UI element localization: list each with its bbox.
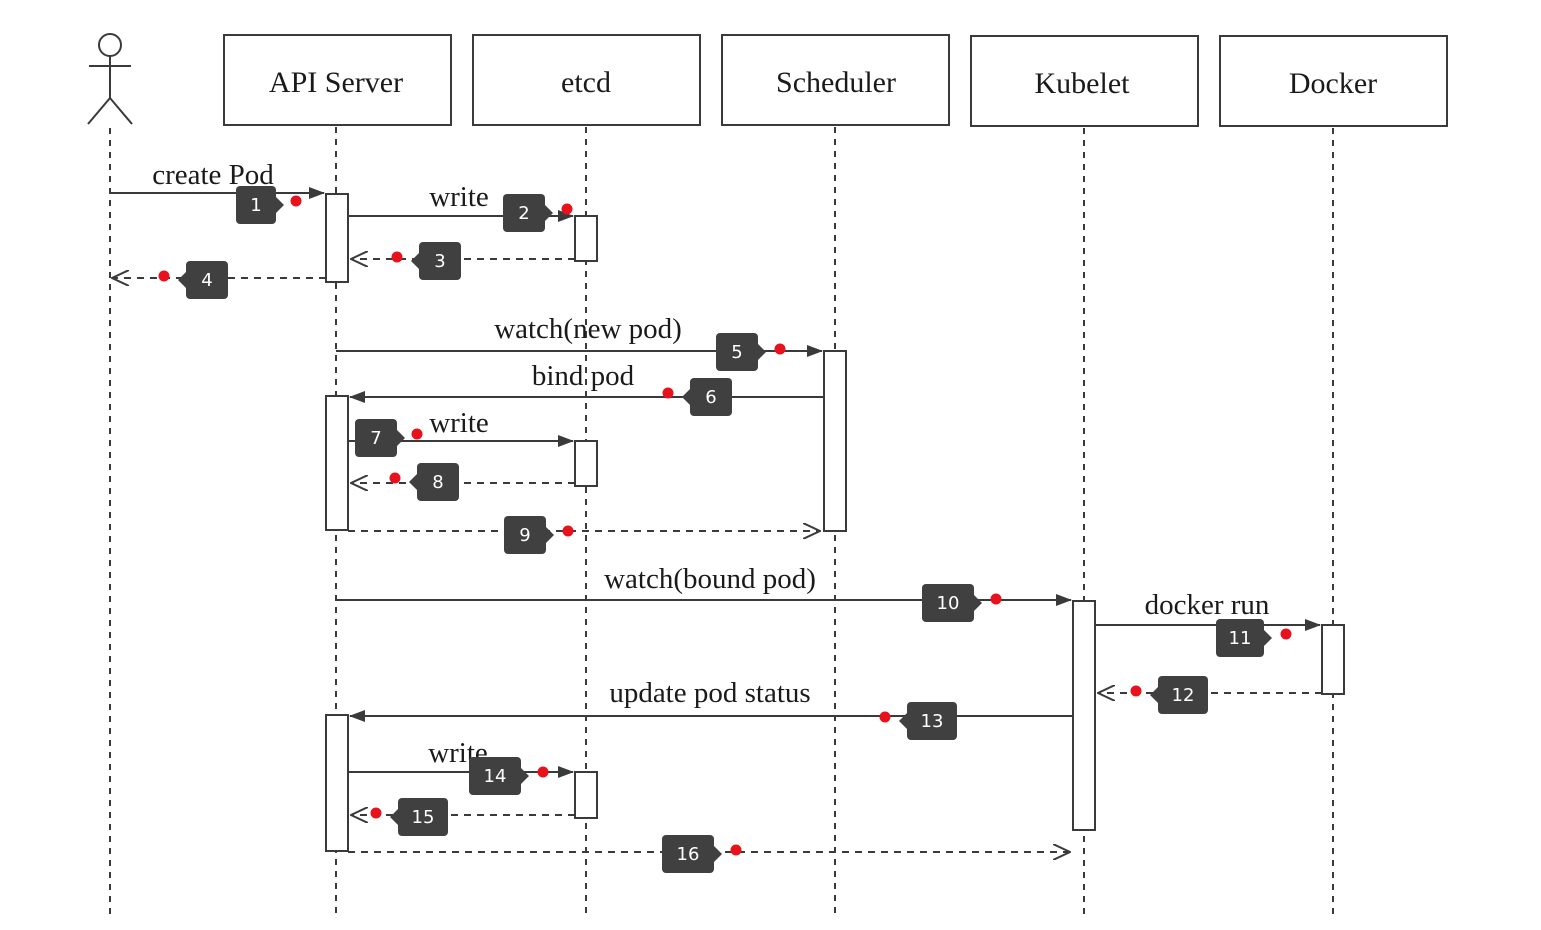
activation-api-2 xyxy=(325,395,349,531)
step-badge-1: 1 xyxy=(236,186,302,224)
svg-text:14: 14 xyxy=(484,766,507,787)
step-badge-5: 5 xyxy=(716,333,786,371)
svg-text:9: 9 xyxy=(519,525,530,546)
message-label-bind-pod: bind pod xyxy=(532,360,635,392)
svg-text:7: 7 xyxy=(370,428,381,449)
activation-api-1 xyxy=(325,193,349,283)
activation-docker xyxy=(1321,624,1345,695)
step-badge-16: 16 xyxy=(662,835,742,873)
participant-label: Kubelet xyxy=(1035,67,1131,100)
svg-text:16: 16 xyxy=(677,844,700,865)
step-badge-9: 9 xyxy=(504,516,574,554)
activation-etcd-3 xyxy=(574,771,598,819)
activation-bars xyxy=(325,193,1345,852)
svg-text:15: 15 xyxy=(412,807,435,828)
participant-label: etcd xyxy=(561,66,611,99)
svg-text:4: 4 xyxy=(201,270,212,291)
participant-api-server: API Server xyxy=(223,34,452,126)
message-label-update-pod-status: update pod status xyxy=(609,677,810,709)
message-label-watch-bound-pod: watch(bound pod) xyxy=(604,563,816,595)
svg-text:12: 12 xyxy=(1172,685,1195,706)
step-badge-13: 13 xyxy=(879,702,957,740)
svg-text:8: 8 xyxy=(432,472,443,493)
svg-text:5: 5 xyxy=(731,342,742,363)
svg-text:10: 10 xyxy=(937,593,960,614)
step-badge-2: 2 xyxy=(503,194,573,232)
step-badge-3: 3 xyxy=(391,242,461,280)
actor-icon xyxy=(87,33,133,125)
participant-scheduler: Scheduler xyxy=(721,34,950,126)
participant-label: Docker xyxy=(1289,67,1377,100)
step-badge-10: 10 xyxy=(922,584,1002,622)
activation-etcd-2 xyxy=(574,440,598,487)
step-badge-11: 11 xyxy=(1216,619,1292,657)
step-badge-4: 4 xyxy=(158,261,228,299)
step-badge-6: 6 xyxy=(662,378,732,416)
step-badge-14: 14 xyxy=(469,757,549,795)
svg-text:13: 13 xyxy=(921,711,944,732)
step-badge-7: 7 xyxy=(355,419,423,457)
message-labels: create Pod write watch(new pod) bind pod… xyxy=(152,159,1270,769)
message-label-write-1: write xyxy=(429,181,489,213)
step-badge-12: 12 xyxy=(1130,676,1208,714)
svg-text:2: 2 xyxy=(518,203,529,224)
participant-etcd: etcd xyxy=(472,34,701,126)
participant-kubelet: Kubelet xyxy=(970,35,1199,127)
svg-text:6: 6 xyxy=(705,387,716,408)
activation-etcd-1 xyxy=(574,215,598,262)
svg-text:1: 1 xyxy=(250,195,261,216)
participant-label: API Server xyxy=(269,66,403,99)
step-badge-8: 8 xyxy=(389,463,459,501)
step-badges: 1 2 3 4 5 xyxy=(158,186,1292,873)
activation-scheduler xyxy=(823,350,847,532)
svg-text:3: 3 xyxy=(434,251,445,272)
message-label-create-pod: create Pod xyxy=(152,159,274,191)
message-label-docker-run: docker run xyxy=(1145,589,1270,621)
participant-docker: Docker xyxy=(1219,35,1448,127)
participant-label: Scheduler xyxy=(776,66,896,99)
lifelines xyxy=(109,127,1334,915)
activation-kubelet xyxy=(1072,600,1096,831)
message-label-watch-new-pod: watch(new pod) xyxy=(494,313,682,345)
activation-api-3 xyxy=(325,714,349,852)
message-label-write-2: write xyxy=(429,407,489,439)
svg-text:11: 11 xyxy=(1229,628,1252,649)
step-badge-15: 15 xyxy=(370,798,448,836)
